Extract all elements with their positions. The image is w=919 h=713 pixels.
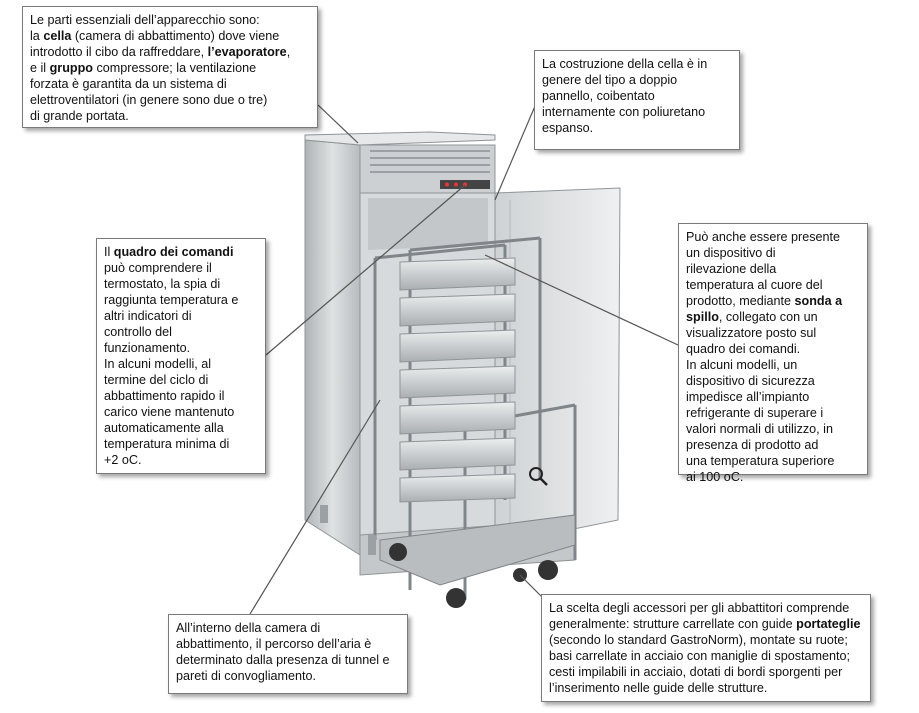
note-text: e il [30, 61, 50, 75]
note-text: abbattimento rapido il [104, 389, 225, 403]
note-text: Il [104, 245, 114, 259]
note-text: +2 oC. [104, 453, 142, 467]
note-text: termine del ciclo di [104, 373, 209, 387]
zoom-icon[interactable] [529, 467, 548, 486]
note-text: elettroventilatori (in genere sono due o… [30, 93, 268, 107]
note-text: l’inserimento nelle guide delle struttur… [549, 681, 768, 695]
note-text: genere del tipo a doppio [542, 73, 678, 87]
note-text: , [286, 45, 291, 59]
note-text: All’interno della camera di [176, 621, 321, 635]
note-text: pareti di convogliamento. [176, 669, 317, 683]
note-text: compressore; la ventilazione [92, 61, 257, 75]
note-essential-parts: Le parti essenziali dell’apparecchio son… [22, 6, 318, 128]
note-control-panel: Il quadro dei comandi può comprendere il… [96, 238, 266, 474]
note-text: generalmente: strutture carrellate con g… [549, 617, 797, 631]
note-text: altri indicatori di [104, 309, 192, 323]
note-bold-term: portateglie [796, 617, 861, 631]
note-text: cesti impilabili in acciaio, dotati di b… [549, 665, 843, 679]
note-text: espanso. [542, 121, 594, 135]
note-text: presenza di prodotto ad [686, 438, 819, 452]
note-text: refrigerante di superare i [686, 406, 824, 420]
note-text: di grande portata. [30, 109, 129, 123]
note-text: può comprendere il [104, 261, 212, 275]
top-panel [304, 131, 496, 194]
note-text: introdotto il cibo da raffreddare, [30, 45, 208, 59]
leader-lines [249, 91, 679, 615]
note-text: ai 100 oC. [686, 470, 744, 484]
ventilation-grille [370, 150, 490, 173]
note-bold-term: l’evaporatore [207, 45, 287, 59]
note-text: (secondo lo standard GastroNorm), montat… [549, 633, 848, 647]
note-text: dispositivo di sicurezza [686, 374, 815, 388]
note-text: carico viene mantenuto [104, 405, 235, 419]
note-core-probe: Può anche essere presente un dispositivo… [678, 223, 868, 484]
note-text: controllo del [104, 325, 172, 339]
note-text: abbattimento, il percorso dell’aria è [176, 637, 372, 651]
note-text: forzata è garantita da un sistema di [30, 77, 227, 91]
note-text: impedisce all’impianto [686, 390, 810, 404]
note-text: In alcuni modelli, al [104, 357, 212, 371]
note-text: determinato dalla presenza di tunnel e [176, 653, 390, 667]
note-bold-term: cella [43, 29, 72, 43]
wheels [320, 505, 558, 608]
note-text: Le parti essenziali dell’apparecchio son… [30, 13, 260, 27]
note-text: termostato, la spia di [104, 277, 221, 291]
note-air-path: All’interno della camera di abbattimento… [168, 614, 408, 694]
note-text: pannello, coibentato [542, 89, 655, 103]
note-text: In alcuni modelli, un [686, 358, 798, 372]
note-text: basi carrellate in acciaio con maniglie … [549, 649, 851, 663]
note-text: (camera di abbattimento) dove viene [71, 29, 280, 43]
note-cell-construction: La costruzione della cella è in genere d… [534, 50, 740, 150]
note-text: , collegato con un [718, 310, 818, 324]
note-text: raggiunta temperatura e [104, 293, 239, 307]
note-text: visualizzatore posto sul [686, 326, 817, 340]
gastronorm-trays [399, 257, 516, 503]
note-accessories: La scelta degli accessori per gli abbatt… [541, 594, 871, 702]
note-text: prodotto, mediante [686, 294, 795, 308]
note-text: La costruzione della cella è in [542, 57, 708, 71]
note-text: rilevazione della [686, 262, 777, 276]
note-text: valori normali di utilizzo, in [686, 422, 833, 436]
note-bold-term: spillo [686, 310, 719, 324]
note-text: quadro dei comandi. [686, 342, 801, 356]
note-text: la [30, 29, 44, 43]
note-text: funzionamento. [104, 341, 191, 355]
note-text: una temperatura superiore [686, 454, 835, 468]
note-text: internamente con poliuretano [542, 105, 706, 119]
note-bold-term: sonda a [794, 294, 843, 308]
note-text: Può anche essere presente [686, 230, 841, 244]
note-text: La scelta degli accessori per gli abbatt… [549, 601, 850, 615]
note-text: temperatura minima di [104, 437, 230, 451]
cabinet-side [304, 139, 361, 556]
note-text: temperatura al cuore del [686, 278, 823, 292]
note-text: un dispositivo di [686, 246, 776, 260]
note-bold-term: gruppo [49, 61, 93, 75]
note-bold-term: quadro dei comandi [113, 245, 234, 259]
note-text: automaticamente alla [104, 421, 224, 435]
